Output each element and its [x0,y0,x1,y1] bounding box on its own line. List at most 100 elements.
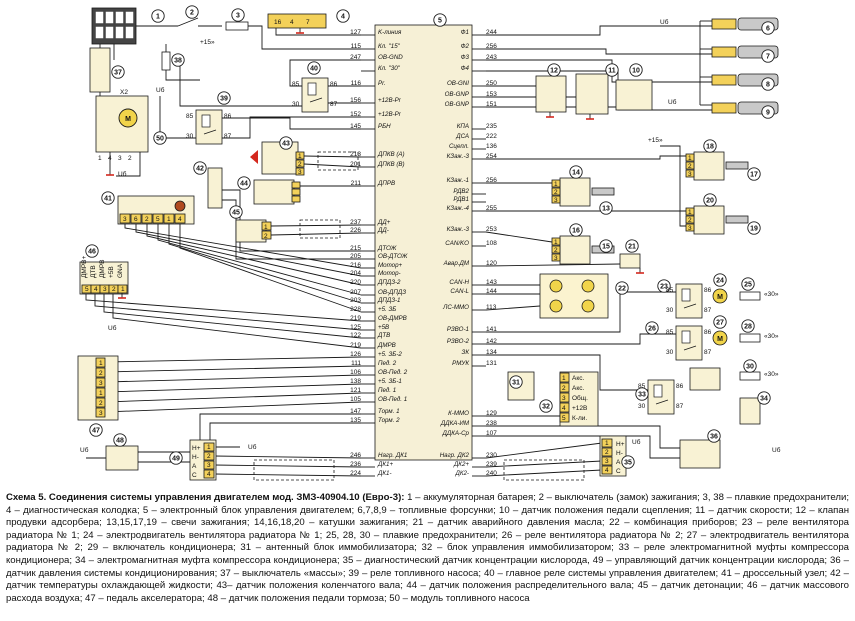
component-badge-label-42: 42 [196,165,204,172]
maf-wire-1 [94,293,362,331]
ecu-right-signal-19: CAN-L [450,288,469,295]
ac-clutch-relay-33-pin-30: 30 [638,403,646,410]
o2-49-pin-3: 4 [207,471,211,478]
component-badge-27 [713,315,727,329]
fuel-pump-relay-39-pin-30: 30 [186,133,194,140]
fuel-pump-ub-label: Uб [118,170,127,178]
ecu-left-signal-33: Нагр. ДК1 [378,452,407,459]
coil-14-pin-box-1 [551,187,561,196]
coil-14-pin-2: 3 [554,197,558,204]
fan-relay-23-coil [681,288,691,302]
ecu-right-signal-5: OB-GNP [445,91,470,98]
component-badge-21 [625,239,639,253]
throttle-wire-2 [146,223,362,286]
component-badge-42 [193,161,207,175]
component-badge-39 [217,91,231,105]
ecu-left-signal-0: K-линия [378,29,402,36]
component-badge-label-5: 5 [438,17,442,24]
immo-pin-1: 2 [562,385,566,392]
battery-cell [95,26,104,39]
coil-20-pin-box-1 [685,215,695,224]
ecu-left-pin-34: 236 [350,461,361,468]
o2-35-pin-box-0 [601,438,613,448]
immo-pin-4: 5 [562,415,566,422]
maf-label-3: +5В [108,266,115,278]
crank-shield [317,151,359,171]
ac-ctrl [486,354,648,391]
ecu-left-pin-20: 228 [350,306,361,313]
knock-pin-box-0 [261,221,272,231]
battery-cell [125,26,134,39]
main-relay-40-pin-87: 87 [330,101,338,108]
cluster-lamp-0 [549,279,563,293]
throttle-wire-5 [179,223,362,313]
component-badge-label-2: 2 [190,9,194,16]
diag-pin-2: 7 [306,19,310,26]
fan-relay-26-coil [681,330,691,344]
ac-pressure-a [486,425,680,449]
ecu-right-pin-4: 250 [486,80,497,87]
component-badge-label-33: 33 [638,391,646,398]
component-badge-label-22: 22 [618,285,626,292]
ecu-left-signal-20: +5. ЗБ [378,306,396,313]
component-badge-label-10: 10 [632,67,640,74]
immo-label-3: +12В [572,405,587,412]
fuse28-30-label: «30» [764,333,779,340]
component-badge-24 [713,273,727,287]
coil18-wire [486,155,686,160]
ecu-right-pin-30: 240 [486,470,497,477]
o2-35-pin-box-1 [601,447,613,457]
ecu-left-pin-14: 205 [350,253,361,260]
coil16-wire [485,231,553,243]
purge-valve-12 [535,75,567,113]
fuel-pump-relay-39-coil [201,114,211,128]
ecu-right-pin-9: 136 [486,143,497,150]
ecu-right-pin-20: 113 [486,304,497,311]
component-badge-12 [547,63,561,77]
throttle-motor [174,200,186,212]
ecu-right-signal-15: КЗаж.-3 [447,226,470,233]
ac-clutch-relay-33-pin-85: 85 [638,383,646,390]
ecu-right-signal-0: Ф1 [461,29,469,36]
component-badge-label-25: 25 [744,281,752,288]
component-badge-label-47: 47 [92,427,100,434]
ecu-block [374,24,473,461]
ecu-right-pin-1: 256 [486,43,497,50]
component-badge-43 [279,136,293,150]
ecu-left-pin-18: 207 [350,289,361,296]
ignition-coil-16 [559,235,591,265]
fuel-pump-pin-3: 2 [128,155,132,162]
pedal-pin-5: 3 [99,410,103,417]
throttle-pin-1: 6 [134,216,138,223]
main-relay-40-pin-86: 86 [330,81,338,88]
ecu-left-signal-18: OB-ДПДЗ [378,289,406,296]
o2-35-pin-box-2 [601,456,613,466]
ecu-left-signal-12: ДД- [377,227,389,234]
component-badge-label-14: 14 [572,169,580,176]
immo-pin-box-0 [559,372,570,383]
maf-ub-label: Uб [108,324,117,332]
fuse25-30-label: «30» [764,291,779,298]
pedal-pin-3: 1 [99,390,103,397]
component-badge-23 [657,279,671,293]
component-badge-4 [336,9,350,23]
crank-marker [250,150,258,164]
component-badge-44 [237,176,251,190]
ecu-right-pin-0: 244 [486,29,497,36]
coil-18-pin-2: 3 [688,171,692,178]
o2-49-ub-label: Uб [248,443,257,451]
component-badge-1 [151,9,165,23]
knock-pin-box-1 [261,230,272,240]
ecu-right-pin-10: 254 [486,153,497,160]
injector-ub-label: Uб [660,18,669,26]
ecu-left-pin-28: 138 [350,378,361,385]
ecu-right-signal-7: КПА [457,123,469,130]
o2-49-pin-box-1 [203,451,215,461]
ecu-left-pin-4: 116 [351,80,362,87]
ac-clutch-relay-33-pin-86: 86 [676,383,684,390]
fan-motor-24 [712,288,728,304]
crank-pin-1: 2 [298,161,302,168]
ecu-right-pin-7: 235 [486,123,497,130]
component-badge-30 [743,359,757,373]
